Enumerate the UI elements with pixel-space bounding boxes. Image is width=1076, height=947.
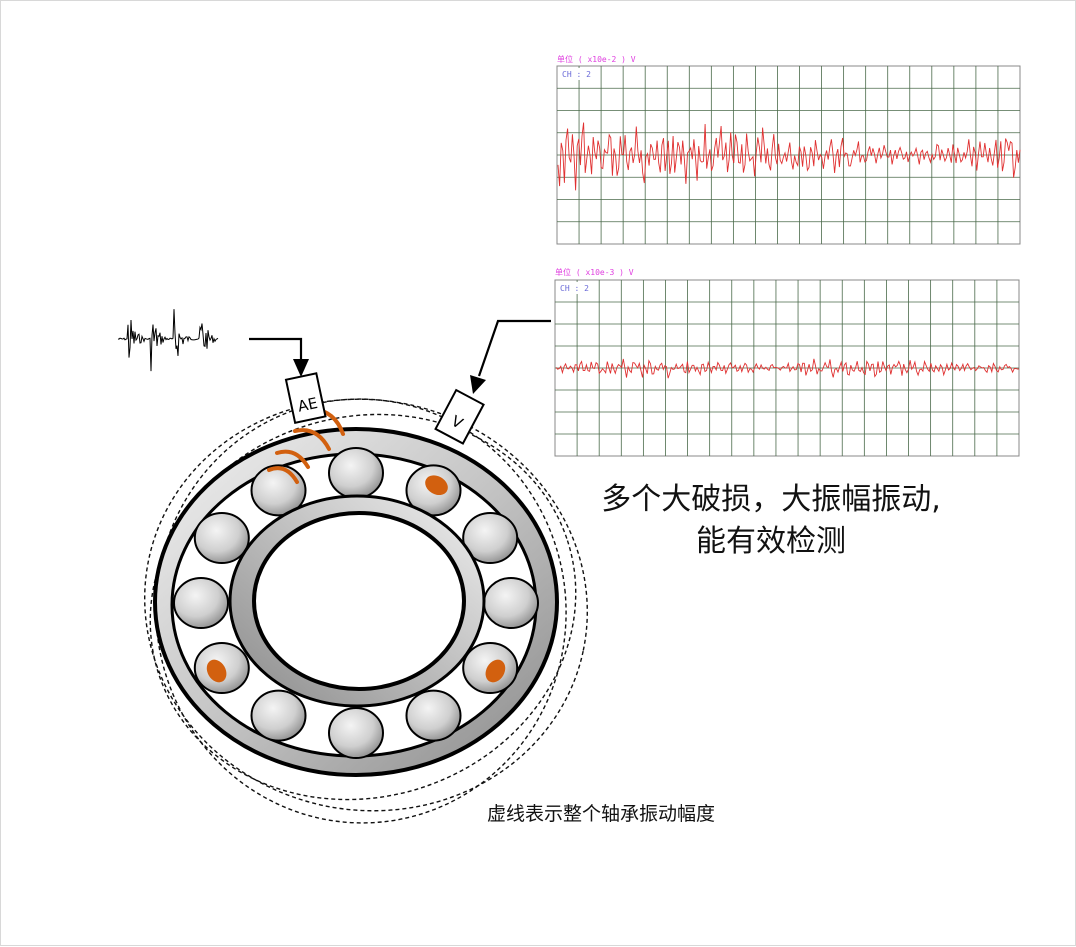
ae-arrow — [249, 337, 309, 377]
main-caption-line-2: 能有效检测 — [696, 524, 846, 559]
bearing-ball — [328, 707, 384, 759]
panel-1-trace — [557, 122, 1021, 191]
bearing-ball — [462, 512, 519, 564]
panel-1-channel-bg — [559, 68, 581, 80]
panel-2-trace — [555, 358, 1020, 379]
panel-2-channel-bg — [557, 282, 579, 294]
v-sensor: V — [434, 388, 485, 445]
panel-2-unit-label: 单位 ( x10e-3 ) V — [555, 267, 634, 277]
bearing — [153, 427, 559, 777]
ball-defect-spot — [425, 475, 448, 496]
ae-sensor: AE — [284, 372, 327, 425]
panel-2-channel-label: CH : 2 — [560, 284, 589, 293]
ball-defect-spot — [206, 659, 227, 683]
waveform-panel-1: 单位 ( x10e-2 ) V CH : 2 — [556, 54, 1021, 245]
bearing-ball — [483, 577, 539, 629]
bearing-ball — [328, 447, 384, 499]
ball-defect-spot — [485, 659, 506, 683]
panel-1-grid — [557, 66, 1020, 244]
bearing-ball — [405, 689, 462, 742]
main-caption-line-1: 多个大破损，大振幅振动, — [601, 482, 941, 517]
acoustic-emission-arcs — [267, 407, 345, 484]
panel-1-channel-label: CH : 2 — [562, 70, 591, 79]
bearing-ball — [193, 512, 250, 564]
main-caption: 多个大破损，大振幅振动, 能有效检测 — [571, 479, 971, 563]
dashed-note-caption: 虚线表示整个轴承振动幅度 — [486, 803, 715, 825]
burst-signal-icon — [117, 309, 219, 372]
bearing-bore — [252, 511, 466, 691]
bearing-ball — [250, 689, 307, 742]
bearing-ball — [173, 577, 229, 629]
ae-sensor-label: AE — [296, 394, 319, 416]
v-arrow — [470, 319, 551, 394]
panel-1-unit-label: 单位 ( x10e-2 ) V — [557, 54, 636, 64]
bearing-balls — [173, 447, 539, 759]
waveform-panel-2: 单位 ( x10e-3 ) V CH : 2 — [554, 267, 1020, 457]
